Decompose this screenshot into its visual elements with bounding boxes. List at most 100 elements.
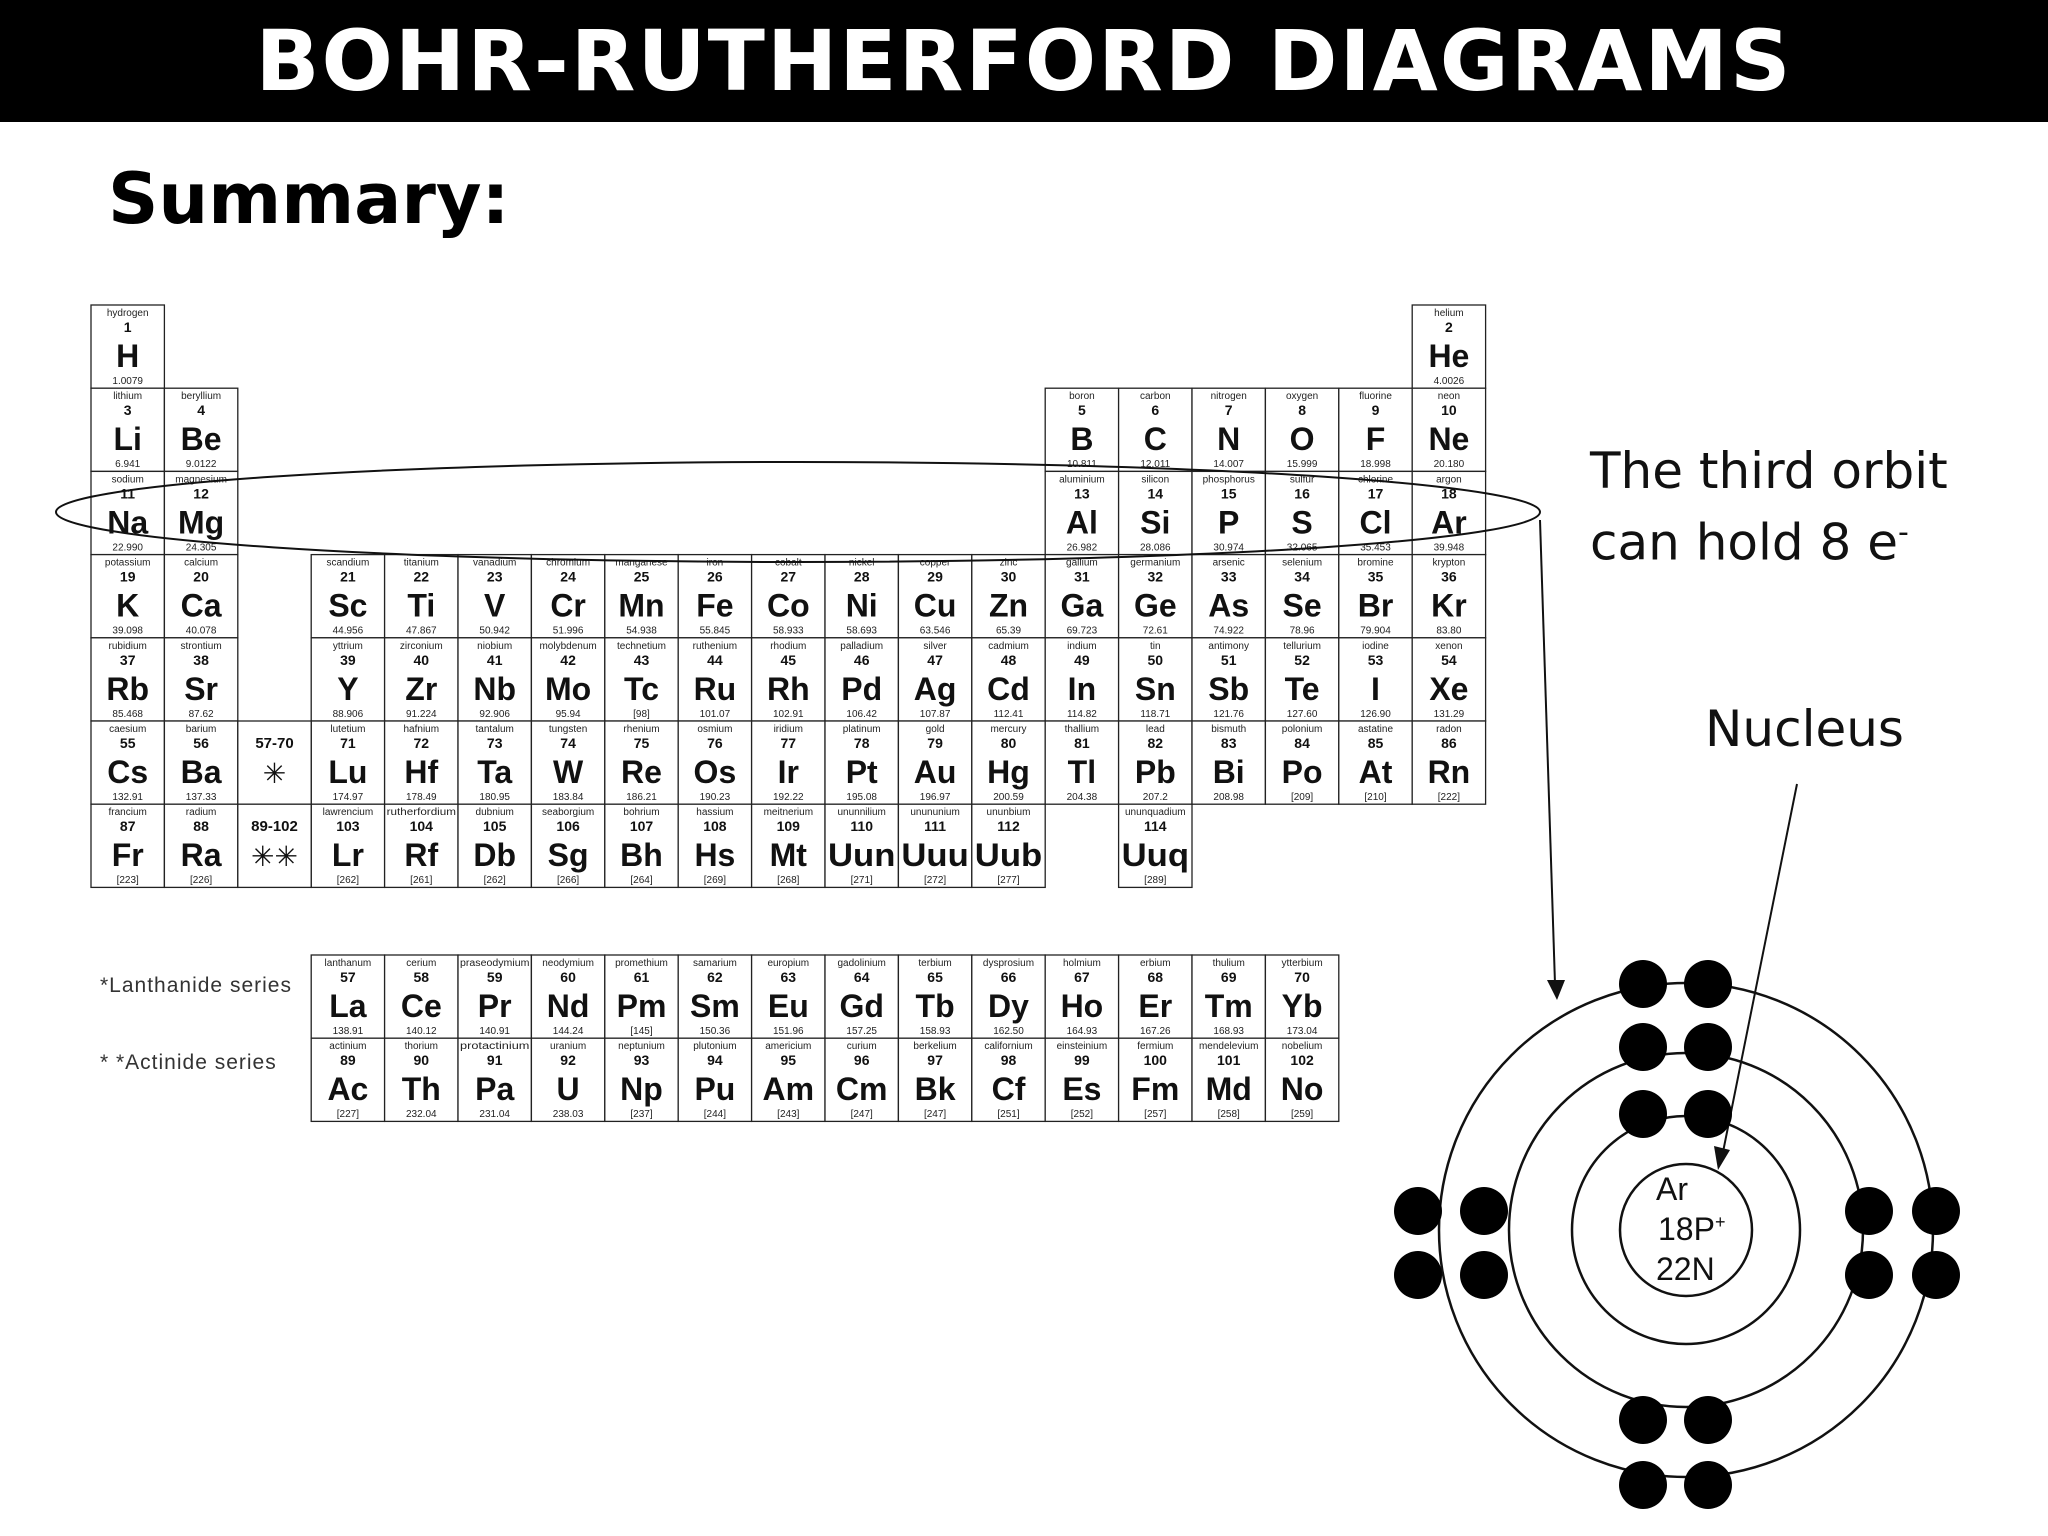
element-symbol: As bbox=[1208, 588, 1249, 624]
element-name: titanium bbox=[404, 558, 439, 569]
element-name: oxygen bbox=[1286, 391, 1318, 402]
element-name: zirconium bbox=[400, 641, 443, 652]
atomic-number: 24 bbox=[560, 569, 576, 585]
element-cell-border bbox=[1191, 553, 1267, 639]
atomic-number: 82 bbox=[1148, 735, 1164, 751]
atomic-number: 61 bbox=[634, 969, 650, 985]
element-name: meitnerium bbox=[764, 807, 813, 818]
element-symbol: Tl bbox=[1068, 754, 1096, 790]
element-name: einsteinium bbox=[1057, 1041, 1108, 1052]
atomic-number: 93 bbox=[634, 1052, 650, 1068]
element-symbol: O bbox=[1290, 421, 1315, 457]
element-symbol: Tm bbox=[1205, 988, 1253, 1024]
element-cell-border bbox=[1117, 954, 1193, 1039]
element-cell-border bbox=[1117, 470, 1193, 556]
element-symbol: Ac bbox=[327, 1071, 368, 1107]
atomic-mass: 112.41 bbox=[994, 709, 1024, 720]
atomic-number: 35 bbox=[1368, 569, 1384, 585]
atomic-mass: 58.933 bbox=[773, 626, 804, 637]
atomic-number: 44 bbox=[707, 652, 723, 668]
element-cell-border bbox=[604, 803, 679, 889]
atomic-number: 94 bbox=[707, 1052, 723, 1068]
element-symbol: P bbox=[1218, 504, 1239, 540]
element-cell-border bbox=[824, 954, 900, 1039]
atomic-mass: [223] bbox=[117, 875, 139, 886]
element-cell-border bbox=[604, 954, 679, 1039]
atomic-number: 2 bbox=[1445, 319, 1453, 335]
element-cell-border bbox=[1191, 954, 1267, 1039]
element-symbol: Ni bbox=[846, 588, 878, 624]
atomic-number: 103 bbox=[336, 818, 360, 834]
atomic-mass: 51.996 bbox=[553, 626, 584, 637]
atomic-number: 54 bbox=[1441, 652, 1457, 668]
element-symbol: Mo bbox=[545, 671, 591, 707]
element-name: neptunium bbox=[618, 1041, 665, 1052]
atomic-number: 30 bbox=[1001, 569, 1017, 585]
atomic-mass: 72.61 bbox=[1143, 626, 1168, 637]
atomic-mass: 168.93 bbox=[1213, 1026, 1244, 1037]
element-name: californium bbox=[984, 1041, 1032, 1052]
title-bar: BOHR-RUTHERFORD DIAGRAMS bbox=[0, 0, 2048, 122]
atomic-mass: 102.91 bbox=[773, 709, 804, 720]
element-symbol: Fm bbox=[1131, 1071, 1179, 1107]
atomic-mass: 1.0079 bbox=[112, 376, 143, 387]
atomic-mass: 50.942 bbox=[479, 626, 510, 637]
atomic-mass: 231.04 bbox=[479, 1109, 510, 1120]
element-symbol: Sm bbox=[690, 988, 740, 1024]
element-symbol: Dy bbox=[988, 988, 1029, 1024]
element-cell-border bbox=[677, 720, 753, 805]
element-cell-border bbox=[1044, 720, 1120, 805]
atomic-mass: 180.95 bbox=[479, 792, 510, 803]
element-name: nickel bbox=[849, 558, 875, 569]
element-cell-border bbox=[824, 1037, 900, 1123]
atomic-mass: 107.87 bbox=[920, 709, 951, 720]
electron bbox=[1684, 960, 1732, 1008]
atomic-mass: 74.922 bbox=[1213, 626, 1244, 637]
element-name: iron bbox=[707, 558, 724, 569]
element-cell-border bbox=[750, 803, 826, 889]
atomic-number: 12 bbox=[193, 485, 209, 501]
element-name: seaborgium bbox=[542, 807, 594, 818]
atomic-mass: 14.007 bbox=[1213, 459, 1244, 470]
element-symbol: Se bbox=[1283, 588, 1322, 624]
element-symbol: Bk bbox=[915, 1071, 956, 1107]
element-symbol: Tc bbox=[624, 671, 659, 707]
atomic-mass: 150.36 bbox=[700, 1026, 731, 1037]
element-symbol: Pm bbox=[617, 988, 667, 1024]
element-name: manganese bbox=[615, 558, 668, 569]
atomic-mass: [266] bbox=[557, 875, 579, 886]
element-name: aluminium bbox=[1059, 474, 1105, 485]
element-symbol: Md bbox=[1206, 1071, 1252, 1107]
placeholder-cell-border bbox=[237, 803, 312, 889]
atomic-mass: [264] bbox=[630, 875, 652, 886]
element-symbol: Ge bbox=[1134, 588, 1177, 624]
element-name: praseodymium bbox=[460, 958, 529, 969]
element-symbol: Ir bbox=[778, 754, 799, 790]
atomic-number: 49 bbox=[1074, 652, 1090, 668]
element-name: potassium bbox=[105, 558, 151, 569]
atomic-number: 78 bbox=[854, 735, 870, 751]
element-name: vanadium bbox=[473, 558, 516, 569]
atomic-number: 31 bbox=[1074, 569, 1090, 585]
atomic-number: 50 bbox=[1148, 652, 1164, 668]
atomic-mass: [272] bbox=[924, 875, 946, 886]
atomic-mass: [258] bbox=[1218, 1109, 1240, 1120]
atomic-mass: 126.90 bbox=[1360, 709, 1391, 720]
atomic-number: 68 bbox=[1148, 969, 1164, 985]
atomic-mass: 47.867 bbox=[406, 626, 437, 637]
element-symbol: B bbox=[1070, 421, 1093, 457]
element-name: beryllium bbox=[181, 391, 221, 402]
